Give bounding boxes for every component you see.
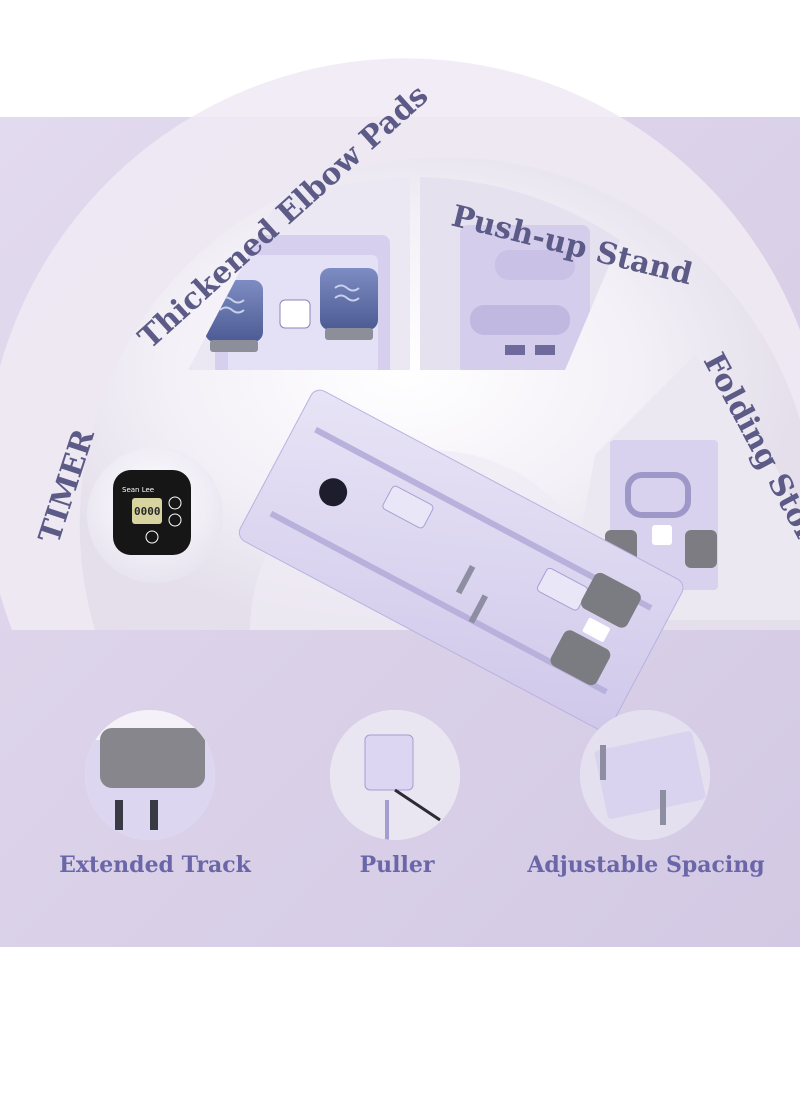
feature-label-extended-track: Extended Track bbox=[59, 852, 251, 878]
timer-brand: Sean Lee bbox=[122, 486, 154, 494]
puller-handle-icon bbox=[364, 734, 414, 791]
timer-display-digits: 0000 bbox=[134, 505, 161, 518]
timer-button-icon bbox=[168, 513, 182, 527]
pad-icon bbox=[100, 728, 205, 788]
feature-extended-track bbox=[85, 710, 215, 840]
spacing-pin-icon bbox=[600, 745, 606, 780]
feature-label-puller: Puller bbox=[360, 852, 435, 878]
feature-label-adjustable-spacing: Adjustable Spacing bbox=[526, 852, 764, 878]
feature-adjustable-spacing bbox=[580, 710, 710, 840]
feature-puller bbox=[330, 710, 460, 840]
timer-button-icon bbox=[145, 530, 159, 544]
timer-photo: Sean Lee 0000 bbox=[87, 447, 223, 583]
timer-display bbox=[132, 498, 162, 524]
timer-button-icon bbox=[168, 496, 182, 510]
spacing-pin-icon bbox=[660, 790, 666, 825]
pushup-board bbox=[238, 389, 684, 731]
